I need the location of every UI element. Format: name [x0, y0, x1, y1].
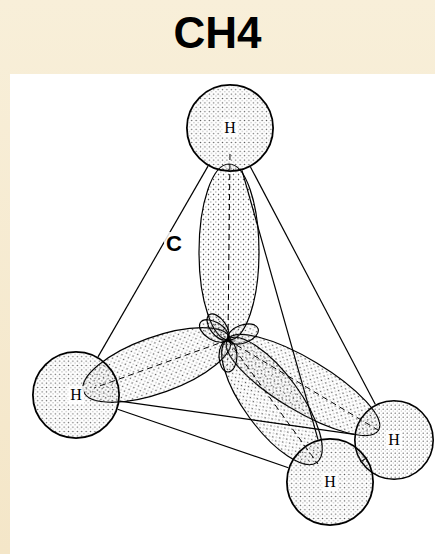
atom-label: H — [322, 473, 338, 491]
sphere-circle — [187, 85, 273, 171]
bond-axis — [228, 340, 318, 464]
back-lobe — [219, 340, 237, 372]
bond-axis — [228, 152, 230, 340]
sp3-lobe — [199, 164, 259, 340]
atom-label: H — [222, 119, 238, 137]
carbon-nucleus — [226, 338, 230, 342]
sphere-circle — [33, 352, 119, 438]
tetrahedron-edge — [250, 167, 375, 405]
tetrahedron-edge — [118, 409, 289, 467]
hydrogen-sphere: H — [286, 438, 374, 526]
atom-label: H — [386, 431, 402, 449]
tetrahedron-edge — [98, 166, 208, 357]
atom-label: H — [68, 386, 84, 404]
hydrogen-sphere: H — [32, 351, 120, 439]
tetrahedron-edge — [242, 170, 318, 439]
atom-label: C — [164, 232, 184, 256]
sphere-circle — [287, 439, 373, 525]
title: CH4 — [0, 8, 435, 58]
tetrahedron-edge — [120, 401, 355, 434]
hydrogen-sphere: H — [186, 84, 274, 172]
